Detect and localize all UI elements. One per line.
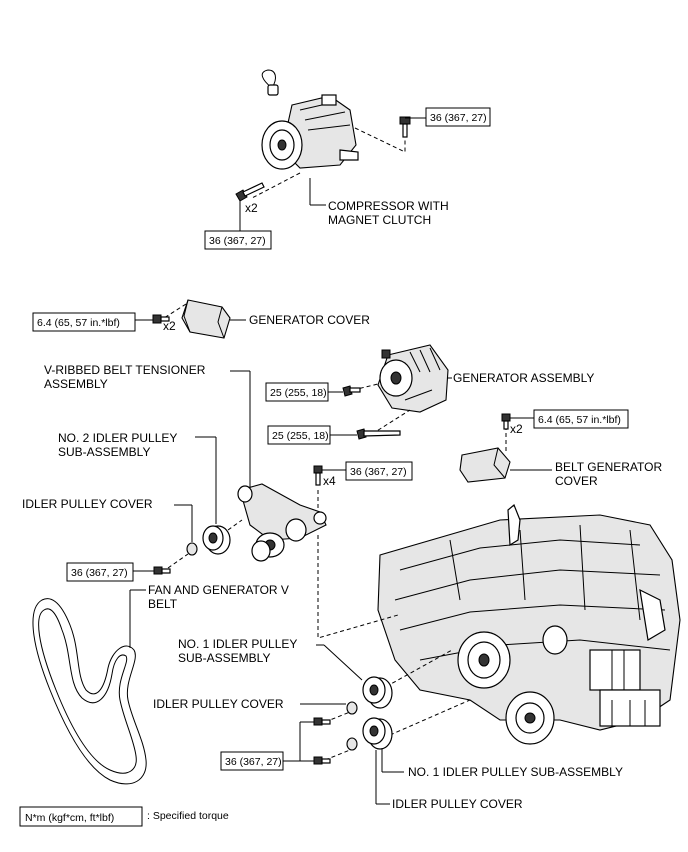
svg-text:NO. 2 IDLER PULLEY: NO. 2 IDLER PULLEY xyxy=(58,431,177,445)
idler-pulley-cover-upper xyxy=(186,542,198,556)
svg-text:36 (367, 27): 36 (367, 27) xyxy=(430,112,487,124)
torque-compressor-lower: 36 (367, 27) xyxy=(204,230,272,250)
bolt-generator-lower xyxy=(356,428,401,440)
no1-idler-pulley-upper xyxy=(362,676,393,709)
label-generator-cover: GENERATOR COVER xyxy=(249,313,370,327)
torque-idler-cover: 36 (367, 27) xyxy=(66,562,134,582)
svg-text:SUB-ASSEMBLY: SUB-ASSEMBLY xyxy=(58,445,150,459)
legend-text: : Specified torque xyxy=(147,810,229,822)
belt-generator-cover xyxy=(459,447,511,483)
bolt-no1-idler-lower xyxy=(313,756,331,765)
generator-assembly xyxy=(377,344,449,413)
svg-text:36 (367, 27): 36 (367, 27) xyxy=(71,567,128,579)
svg-text:MAGNET CLUTCH: MAGNET CLUTCH xyxy=(328,213,431,227)
v-ribbed-belt-tensioner-assembly xyxy=(237,483,327,562)
svg-text:ASSEMBLY: ASSEMBLY xyxy=(44,377,108,391)
svg-text:FAN AND GENERATOR V: FAN AND GENERATOR V xyxy=(148,583,289,597)
bolt-compressor-upper xyxy=(399,116,411,138)
svg-text:36 (367, 27): 36 (367, 27) xyxy=(225,756,282,768)
label-tensioner: V-RIBBED BELT TENSIONER ASSEMBLY xyxy=(44,363,206,391)
svg-text:BELT GENERATOR: BELT GENERATOR xyxy=(555,460,662,474)
bolt-tensioner xyxy=(313,465,323,486)
count-x2-generator-cover: x2 xyxy=(163,319,176,333)
label-generator-assembly: GENERATOR ASSEMBLY xyxy=(453,371,594,385)
svg-text:36 (367, 27): 36 (367, 27) xyxy=(350,466,407,478)
bolt-generator-upper xyxy=(342,385,361,397)
torque-belt-generator-cover: 6.4 (65, 57 in.*lbf) xyxy=(533,409,629,429)
fan-and-generator-v-belt xyxy=(32,598,147,785)
svg-text:6.4 (65, 57 in.*lbf): 6.4 (65, 57 in.*lbf) xyxy=(538,414,621,426)
svg-text:36 (367, 27): 36 (367, 27) xyxy=(209,235,266,247)
legend: N*m (kgf*cm, ft*lbf) : Specified torque xyxy=(19,806,229,827)
torque-generator-upper: 25 (255, 18) xyxy=(265,382,329,402)
torque-generator-cover: 6.4 (65, 57 in.*lbf) xyxy=(32,312,136,332)
bolt-generator-cover xyxy=(152,314,170,324)
svg-text:COMPRESSOR WITH: COMPRESSOR WITH xyxy=(328,199,449,213)
idler-pulley-cover-lower xyxy=(346,737,358,751)
bolt-compressor-lower xyxy=(235,182,265,202)
count-x2-belt-generator-cover: x2 xyxy=(510,422,523,436)
svg-text:COVER: COVER xyxy=(555,474,598,488)
compressor-with-magnet-clutch xyxy=(261,69,359,170)
svg-text:6.4 (65, 57 in.*lbf): 6.4 (65, 57 in.*lbf) xyxy=(37,317,120,329)
no1-idler-pulley-lower xyxy=(362,717,393,750)
label-no1-idler-upper: NO. 1 IDLER PULLEY SUB-ASSEMBLY xyxy=(178,637,297,665)
label-no2-idler: NO. 2 IDLER PULLEY SUB-ASSEMBLY xyxy=(58,431,177,459)
torque-no1-idler: 36 (367, 27) xyxy=(220,751,284,771)
label-compressor: COMPRESSOR WITH MAGNET CLUTCH xyxy=(328,199,449,227)
svg-text:BELT: BELT xyxy=(148,597,178,611)
count-x2-compressor: x2 xyxy=(245,201,258,215)
label-idler-cover-middle: IDLER PULLEY COVER xyxy=(153,697,284,711)
label-no1-idler-lower: NO. 1 IDLER PULLEY SUB-ASSEMBLY xyxy=(408,765,623,779)
torque-compressor-upper: 36 (367, 27) xyxy=(425,107,491,127)
generator-cover xyxy=(181,299,231,339)
torque-tensioner: 36 (367, 27) xyxy=(345,461,413,481)
svg-text:25 (255, 18): 25 (255, 18) xyxy=(270,387,327,399)
label-idler-cover-upper: IDLER PULLEY COVER xyxy=(22,497,153,511)
bolt-belt-generator-cover xyxy=(501,413,511,430)
torque-generator-lower: 25 (255, 18) xyxy=(267,425,331,445)
idler-pulley-cover-middle xyxy=(346,701,358,715)
svg-text:25 (255, 18): 25 (255, 18) xyxy=(272,430,329,442)
svg-text:NO. 1 IDLER PULLEY: NO. 1 IDLER PULLEY xyxy=(178,637,297,651)
label-idler-cover-lower: IDLER PULLEY COVER xyxy=(392,797,523,811)
no2-idler-pulley xyxy=(202,525,231,555)
engine-block xyxy=(377,504,681,745)
legend-box-text: N*m (kgf*cm, ft*lbf) xyxy=(25,812,114,824)
svg-text:V-RIBBED BELT TENSIONER: V-RIBBED BELT TENSIONER xyxy=(44,363,206,377)
count-x4-tensioner: x4 xyxy=(323,474,336,488)
label-belt-generator-cover: BELT GENERATOR COVER xyxy=(555,460,662,488)
bolt-no1-idler-upper xyxy=(313,717,331,726)
label-fan-belt: FAN AND GENERATOR V BELT xyxy=(148,583,289,611)
svg-text:SUB-ASSEMBLY: SUB-ASSEMBLY xyxy=(178,651,270,665)
bolt-idler-cover-upper xyxy=(153,566,171,575)
